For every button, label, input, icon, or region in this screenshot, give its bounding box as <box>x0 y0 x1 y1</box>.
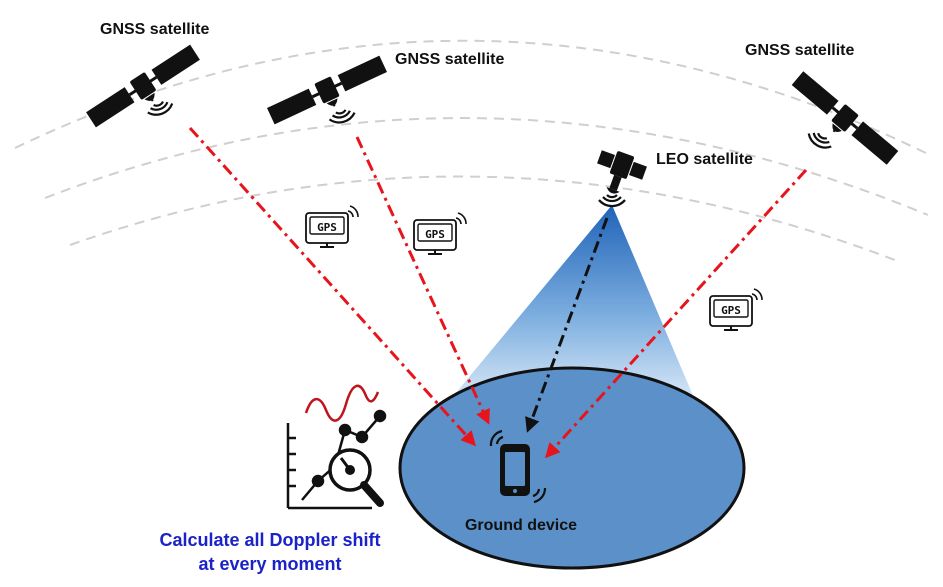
gnss-satellite-2: GNSS satellite <box>264 51 504 135</box>
gps-badge-2-text: GPS <box>425 228 445 241</box>
radio-waves-icon <box>327 106 358 127</box>
gps-badge-3-text: GPS <box>721 304 741 317</box>
signal-gnss-1 <box>188 126 477 447</box>
signal-gnss-3 <box>544 168 808 459</box>
leo-satellite-icon <box>597 150 647 194</box>
data-points-icon <box>301 409 387 501</box>
gps-badge-1: GPS <box>305 205 360 248</box>
ground-device-label: Ground device <box>465 517 577 534</box>
orbit-arc-inner <box>69 175 901 263</box>
radio-waves-icon <box>597 193 627 208</box>
chart-axes-icon <box>286 423 372 510</box>
gnss-satellite-2-label: GNSS satellite <box>395 51 504 68</box>
satellite-icon <box>784 68 902 174</box>
gnss-satellite-1-label: GNSS satellite <box>100 21 209 38</box>
signal-paths <box>188 126 808 459</box>
phone-waves-icon <box>489 429 547 504</box>
magnifier-icon <box>328 448 384 507</box>
orbit-arc-middle <box>44 117 929 216</box>
satellite-icon <box>83 41 207 137</box>
gps-badge-2: GPS <box>413 212 468 255</box>
ground-device: Ground device <box>465 429 577 534</box>
satellite-icon <box>264 52 393 135</box>
leo-satellite-label: LEO satellite <box>656 151 753 168</box>
gnss-satellite-1: GNSS satellite <box>83 21 209 137</box>
caption-line-1: Calculate all Doppler shift <box>159 530 380 550</box>
gnss-satellite-3: GNSS satellite <box>745 42 902 174</box>
orbit-arcs <box>14 39 931 263</box>
radio-waves-icon <box>804 128 835 153</box>
ground-coverage-area <box>398 366 746 570</box>
caption-line-2: at every moment <box>198 554 341 574</box>
radio-waves-icon <box>144 97 176 120</box>
doppler-analysis-icon <box>286 384 387 510</box>
gps-badge-3: GPS <box>709 288 764 331</box>
gps-badge-1-text: GPS <box>317 221 337 234</box>
signal-gnss-2 <box>355 136 490 425</box>
leo-satellite: LEO satellite <box>597 150 753 208</box>
gnss-satellite-3-label: GNSS satellite <box>745 42 854 59</box>
doppler-wave-icon <box>304 384 380 422</box>
